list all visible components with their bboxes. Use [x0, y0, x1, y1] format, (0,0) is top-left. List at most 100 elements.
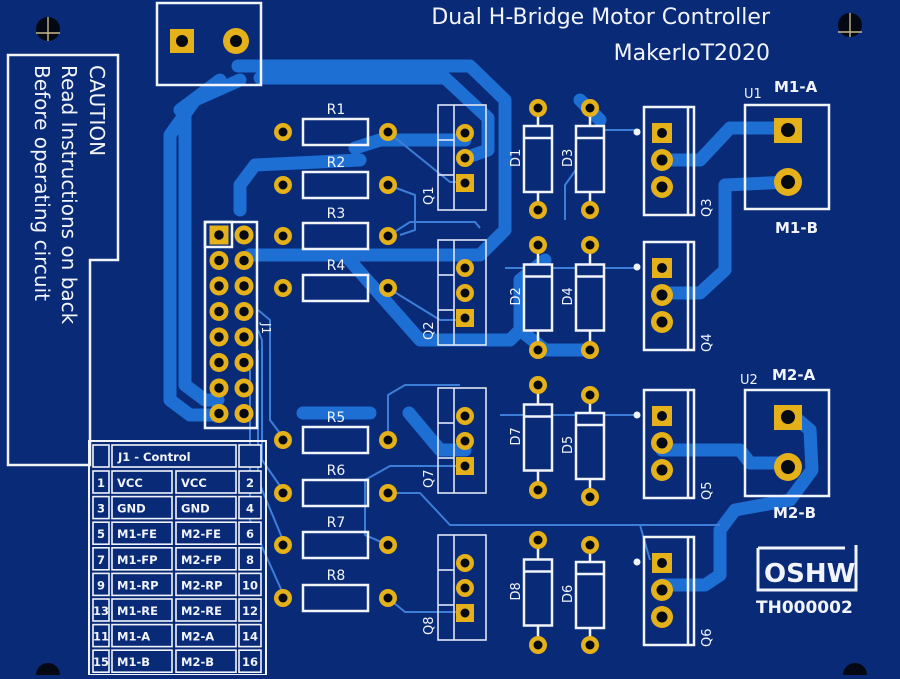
resistor-label: R4 — [327, 258, 346, 274]
transistor-label: Q3 — [700, 198, 715, 217]
resistor-label: R8 — [327, 568, 346, 584]
transistor-q1: Q1 — [422, 104, 487, 211]
j1-table-title: J1 - Control — [117, 450, 191, 464]
transistor-q4: Q4 — [633, 240, 715, 352]
transistor-label: Q1 — [422, 186, 437, 205]
diode-d1: D1 — [509, 99, 554, 219]
transistor-q8: Q8 — [422, 534, 487, 641]
j1-pin-row — [209, 251, 254, 270]
j1-pin-number: 2 — [246, 476, 254, 490]
power-connector — [155, 1, 263, 87]
transistor-label: Q5 — [700, 481, 715, 500]
j1-pin-number: 11 — [93, 630, 109, 644]
j1-table-row: 11 M1-A M2-A 14 — [92, 623, 262, 648]
diode-d2: D2 — [509, 236, 554, 359]
j1-label: J1 — [259, 322, 273, 334]
diode-label: D5 — [561, 436, 576, 454]
diode-label: D1 — [509, 149, 524, 167]
resistor-label: R5 — [327, 410, 346, 426]
j1-pin-number: 1 — [97, 476, 105, 490]
j1-signal-name: GND — [181, 502, 210, 516]
output-u1: U1 M1-A M1-B — [743, 78, 831, 237]
j1-signal-name: M1-A — [117, 630, 150, 644]
resistor-r3: R3 — [274, 206, 397, 251]
power-traces — [163, 59, 819, 592]
j1-pin-number: 9 — [97, 578, 105, 592]
j1-signal-name: GND — [117, 502, 146, 516]
diode-d6: D6 — [561, 536, 606, 654]
diode-label: D7 — [509, 427, 524, 445]
j1-signal-name: M2-B — [181, 655, 214, 669]
j1-pin-row — [209, 327, 254, 347]
j1-pin-row — [209, 378, 254, 398]
output-u2: U2 M2-A M2-B — [740, 366, 831, 522]
diode-label: D2 — [509, 287, 524, 305]
j1-pin-number: 14 — [242, 630, 258, 644]
resistor-label: R3 — [327, 206, 346, 222]
caution-label: CAUTION Read Instructions on back Before… — [6, 53, 120, 467]
j1-pin-number: 4 — [246, 502, 254, 516]
j1-pin-number: 6 — [246, 527, 254, 541]
signal-traces — [249, 129, 720, 613]
j1-pin-number: 15 — [93, 655, 109, 669]
j1-pin-row — [209, 353, 254, 372]
u1-pin-a-label: M1-A — [774, 78, 818, 96]
diode-d3: D3 — [561, 99, 606, 219]
j1-signal-name: M2-RE — [181, 604, 222, 618]
resistor-r1: R1 — [274, 102, 397, 147]
j1-pin-number: 16 — [242, 655, 258, 669]
j1-table-row: 15 M1-B M2-B 16 — [92, 649, 262, 674]
j1-pin-row — [209, 276, 254, 296]
j1-header: J1 — [203, 220, 273, 430]
transistor-label: Q7 — [422, 469, 437, 488]
j1-signal-name: M1-RE — [117, 604, 158, 618]
caution-heading: CAUTION — [85, 65, 109, 156]
j1-signal-name: M1-B — [117, 655, 150, 669]
j1-signal-name: VCC — [117, 476, 143, 490]
caution-line-1: Read Instructions on back — [57, 65, 81, 325]
j1-signal-name: M2-A — [181, 630, 214, 644]
transistor-q2: Q2 — [422, 239, 487, 346]
j1-pin-number: 8 — [246, 553, 254, 567]
u2-pin-a-label: M2-A — [772, 366, 816, 384]
u1-ref: U1 — [744, 87, 762, 102]
j1-pin-number: 10 — [242, 578, 258, 592]
transistor-q7: Q7 — [422, 387, 487, 494]
u2-pin-b-label: M2-B — [773, 504, 816, 522]
resistor-r5: R5 — [274, 410, 397, 455]
diode-label: D6 — [561, 585, 576, 603]
transistor-label: Q4 — [700, 333, 715, 352]
diode-label: D3 — [561, 149, 576, 167]
mounting-hole-bottom-right — [843, 663, 867, 679]
resistor-r6: R6 — [274, 463, 397, 508]
resistor-r8: R8 — [274, 568, 397, 613]
resistor-label: R1 — [327, 102, 346, 118]
resistor-label: R6 — [327, 463, 346, 479]
j1-signal-name: VCC — [181, 476, 207, 490]
j1-pin-number: 13 — [93, 604, 109, 618]
j1-pin-row — [209, 225, 254, 245]
j1-pin-number: 5 — [97, 527, 105, 541]
j1-signal-name: M1-FP — [117, 553, 158, 567]
resistor-r7: R7 — [274, 515, 397, 560]
j1-pin-number: 3 — [97, 502, 105, 516]
mounting-hole-top-left — [36, 17, 60, 41]
j1-pin-number: 7 — [97, 553, 105, 567]
transistor-label: Q2 — [422, 321, 437, 340]
board-subtitle: MakerIoT2020 — [614, 41, 770, 66]
j1-signal-name: M2-FE — [181, 527, 221, 541]
resistor-r4: R4 — [274, 258, 397, 303]
j1-signal-name: M2-RP — [181, 578, 223, 592]
j1-pin-row — [209, 302, 254, 321]
transistor-label: Q6 — [700, 628, 715, 647]
